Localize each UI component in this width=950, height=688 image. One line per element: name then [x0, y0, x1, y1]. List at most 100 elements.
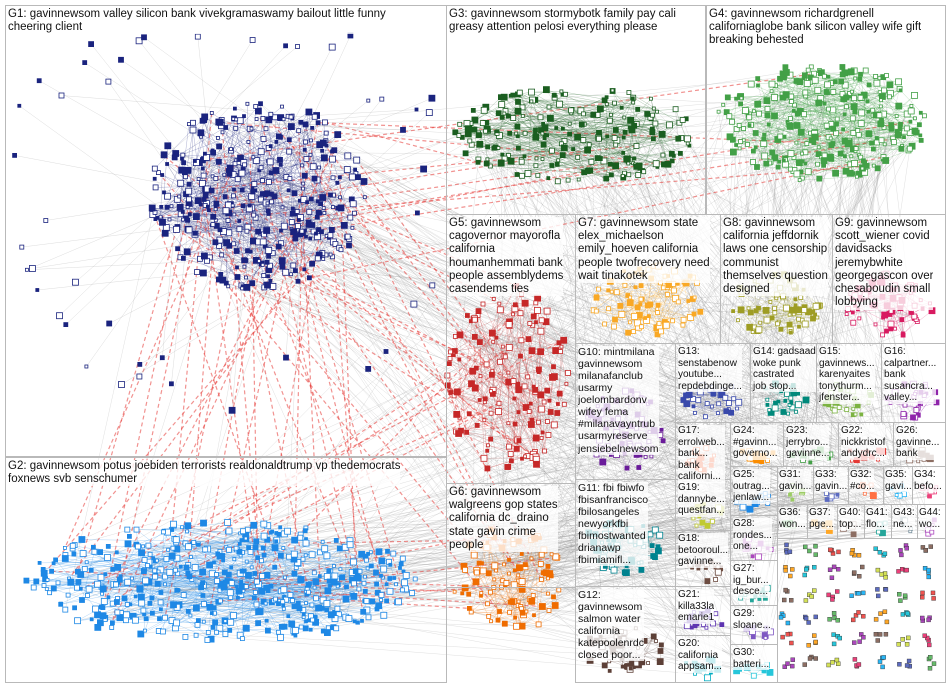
edge: [274, 196, 318, 237]
edge: [540, 94, 563, 118]
edge: [207, 187, 253, 190]
edge: [144, 590, 221, 631]
edge: [481, 559, 510, 564]
edge: [242, 205, 245, 261]
edge: [242, 552, 340, 615]
edge: [488, 549, 499, 621]
edge: [100, 572, 315, 578]
edge: [454, 572, 544, 592]
edge: [598, 288, 635, 317]
edge: [212, 203, 321, 225]
edge: [518, 579, 542, 602]
edge: [517, 111, 522, 160]
edge: [283, 547, 377, 573]
edge: [853, 76, 876, 134]
edge: [496, 111, 519, 133]
edge: [739, 96, 853, 119]
edge: [198, 543, 249, 548]
edge: [861, 97, 884, 158]
edge: [471, 611, 523, 613]
edge: [471, 601, 513, 613]
edge: [458, 135, 552, 151]
edge: [562, 94, 687, 120]
edge: [497, 549, 545, 621]
edge: [779, 78, 852, 92]
edge: [749, 301, 771, 328]
edge: [486, 163, 643, 171]
edge: [237, 597, 307, 622]
edge: [456, 381, 509, 415]
edge: [235, 169, 356, 176]
edge: [225, 127, 308, 203]
edge: [605, 103, 615, 179]
edge: [187, 170, 199, 201]
edge: [768, 124, 865, 163]
edge: [634, 128, 653, 159]
edge: [263, 547, 295, 574]
edge: [244, 194, 331, 267]
edge: [781, 93, 884, 115]
edge: [550, 377, 553, 413]
edge: [131, 578, 212, 640]
edge: [178, 589, 307, 622]
edge: [767, 108, 837, 134]
edge: [218, 121, 348, 157]
edge: [516, 286, 532, 404]
edge: [772, 128, 901, 153]
edge: [748, 297, 777, 309]
edge: [598, 288, 691, 318]
edge: [546, 135, 559, 161]
edge: [577, 157, 629, 175]
edge: [169, 178, 199, 220]
edge: [614, 317, 691, 320]
edge: [463, 566, 502, 588]
edge: [117, 567, 308, 589]
edge: [583, 113, 630, 175]
edge: [164, 538, 246, 585]
edge: [198, 539, 277, 545]
edge: [487, 118, 652, 160]
edge: [729, 81, 842, 138]
edge: [494, 565, 519, 582]
edge: [718, 91, 827, 112]
edge: [626, 109, 638, 160]
edge: [793, 110, 852, 157]
edge: [782, 96, 850, 98]
edge: [494, 573, 510, 580]
edge: [770, 299, 796, 303]
edge: [160, 530, 165, 593]
edge: [736, 98, 827, 126]
edge: [218, 121, 351, 218]
edge: [755, 123, 837, 148]
edge: [258, 577, 300, 612]
edge: [117, 564, 210, 613]
edge: [151, 590, 269, 599]
edge: [508, 381, 548, 422]
edge: [211, 176, 359, 226]
edge: [191, 543, 215, 608]
edge: [902, 319, 917, 336]
edge: [518, 412, 523, 459]
edge: [245, 238, 350, 278]
edge: [174, 128, 252, 158]
edge: [811, 66, 910, 149]
edge: [764, 115, 775, 157]
edge: [842, 74, 861, 98]
edge: [339, 548, 341, 570]
edge: [828, 108, 882, 141]
edge: [532, 325, 560, 343]
edge: [459, 359, 520, 441]
edge: [108, 597, 332, 616]
edge: [280, 164, 308, 203]
edge: [471, 117, 514, 145]
edge: [781, 72, 886, 161]
edge: [490, 346, 504, 392]
edge: [311, 176, 353, 264]
edge: [39, 561, 87, 564]
edge: [756, 73, 783, 168]
edge: [498, 324, 510, 404]
edge: [203, 120, 245, 261]
edge: [293, 181, 365, 266]
edge: [790, 106, 847, 154]
edge: [729, 80, 797, 117]
